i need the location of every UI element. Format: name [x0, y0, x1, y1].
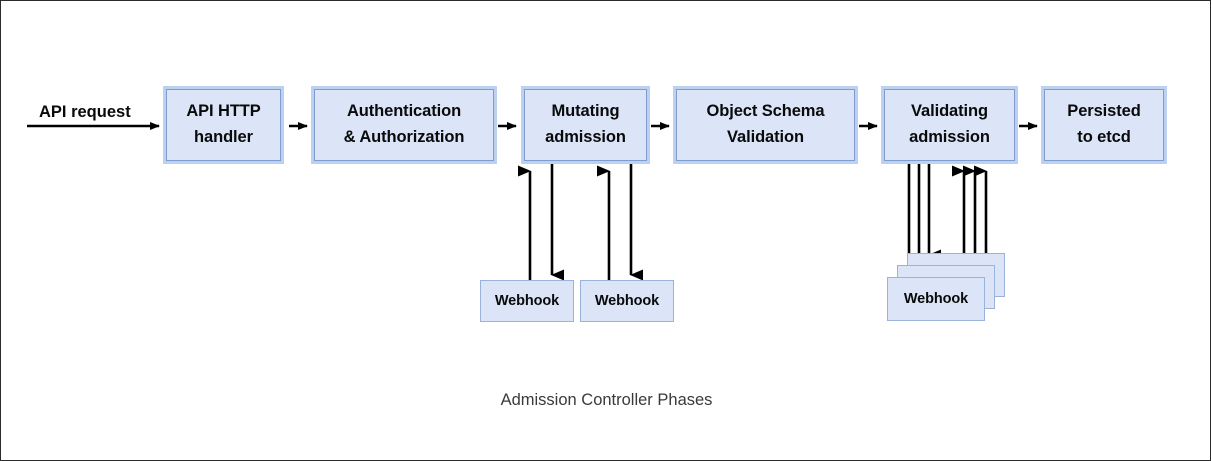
phase-box-authentication-authorization[interactable]: Authentication & Authorization — [311, 86, 497, 164]
phase-box-object-schema-validation[interactable]: Object Schema Validation — [673, 86, 858, 164]
webhook-label: Webhook — [494, 293, 560, 309]
phase-label-line1: Object Schema — [706, 102, 825, 121]
webhook-box-mutating-2[interactable]: Webhook — [580, 280, 674, 322]
phase-label-line2: admission — [909, 128, 990, 146]
api-request-label: API request — [39, 103, 131, 121]
phase-box-api-http-handler[interactable]: API HTTP handler — [163, 86, 284, 164]
webhook-label: Webhook — [594, 293, 660, 309]
phase-label-line1: Mutating — [551, 102, 620, 121]
phase-label-line1: Validating — [911, 102, 988, 121]
phase-label-line2: & Authorization — [343, 128, 465, 146]
phase-box-persisted-to-etcd[interactable]: Persisted to etcd — [1041, 86, 1167, 164]
phase-label-line2: to etcd — [1077, 128, 1131, 146]
phase-label-line2: Validation — [727, 128, 804, 146]
webhook-box-mutating-1[interactable]: Webhook — [480, 280, 574, 322]
phase-label-line2: admission — [545, 128, 626, 146]
webhook-box-validating-front[interactable]: Webhook — [887, 277, 985, 321]
diagram-caption: Admission Controller Phases — [500, 391, 713, 409]
phase-label-line1: Persisted — [1067, 102, 1141, 121]
webhook-label: Webhook — [903, 291, 969, 307]
phase-label-line1: Authentication — [346, 102, 462, 121]
phase-box-validating-admission[interactable]: Validating admission — [881, 86, 1018, 164]
phase-label-line2: handler — [194, 128, 253, 146]
phase-box-mutating-admission[interactable]: Mutating admission — [521, 86, 650, 164]
phase-label-line1: API HTTP — [186, 102, 261, 121]
